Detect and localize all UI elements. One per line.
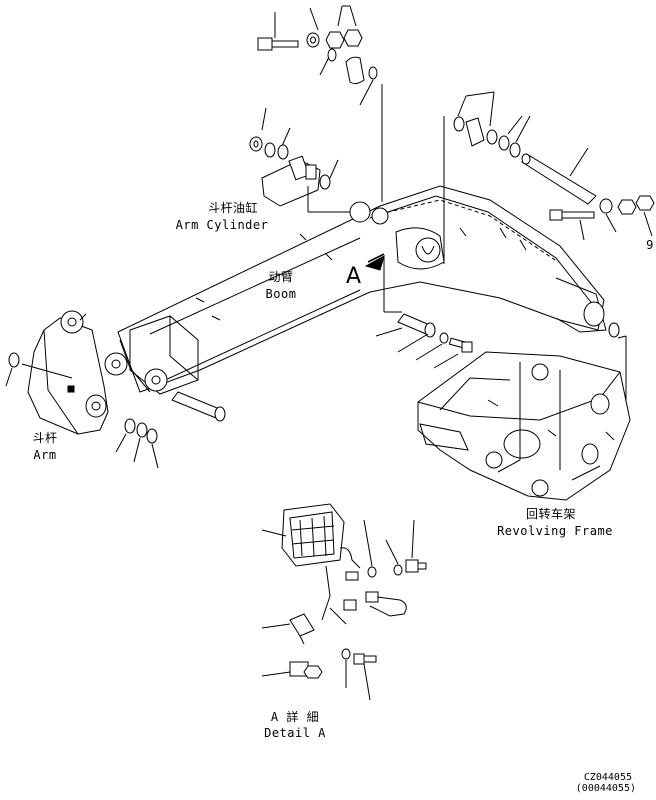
boom-foot-pin-parts [443,91,655,264]
cylinder-head-washers [249,107,291,160]
boom-label-en: Boom [265,287,297,301]
arm-structure [5,310,109,435]
view-a-marker: A [346,264,362,289]
arm-washers [115,418,159,469]
drawing-code: CZ044055 [583,772,632,783]
arm-cylinder-label-cn: 斗杆油缸 [207,201,258,215]
boom-pin-and-bolt [375,313,473,369]
arm-pin [171,391,226,422]
revolving-frame-label-cn: 回转车架 [525,507,576,521]
arm-label-cn: 斗杆 [32,431,58,445]
top-hardware [257,5,378,106]
detail-a-label-en: Detail A [264,726,326,740]
arm-cylinder [261,84,383,213]
drawing-code-secondary: (00044055) [575,783,636,794]
revolving-frame-structure [417,351,631,501]
revolving-frame-label-en: Revolving Frame [497,524,613,538]
detail-a-label-cn: A 詳 細 [270,710,320,724]
detail-a-lamp [261,503,427,701]
arm-label-en: Arm [33,448,57,462]
boom-label-cn: 动臂 [268,270,294,284]
boom-structure [104,185,627,402]
arm-cylinder-label-en: Arm Cylinder [175,218,269,232]
edge-item-number: 9 [646,238,654,252]
